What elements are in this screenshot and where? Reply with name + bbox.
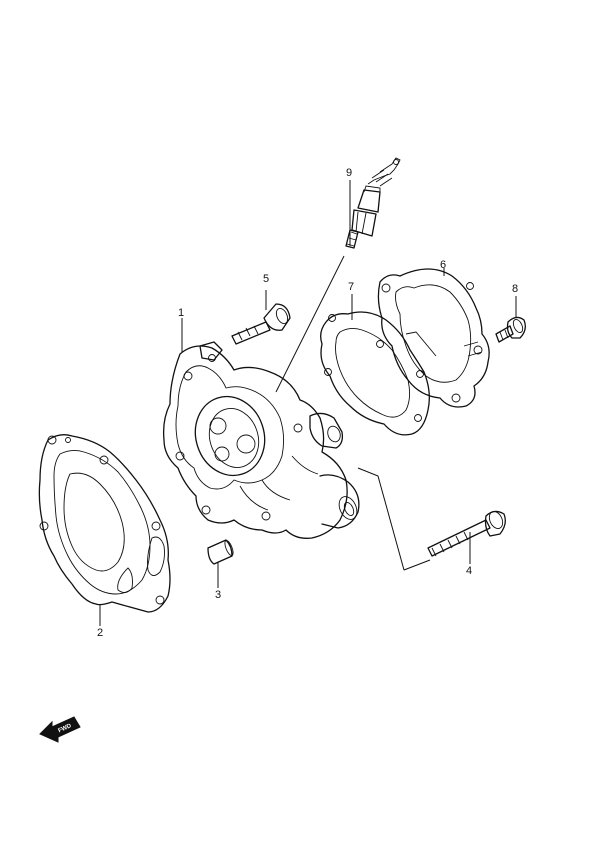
callout-2: 2 xyxy=(97,627,103,639)
callout-8: 8 xyxy=(512,283,518,295)
long-bolt xyxy=(427,510,506,557)
callout-1: 1 xyxy=(178,307,184,319)
dowel-pin xyxy=(207,539,234,565)
spark-plug xyxy=(345,157,401,249)
fwd-label: FWD xyxy=(58,723,74,734)
cylinder-head-gasket xyxy=(38,434,171,613)
short-bolt xyxy=(231,303,291,345)
cover-gasket xyxy=(320,311,430,436)
water-jacket-cover xyxy=(377,268,490,408)
callout-9: 9 xyxy=(346,167,352,179)
callout-4: 4 xyxy=(466,565,472,577)
callout-6: 6 xyxy=(440,259,446,271)
callout-5: 5 xyxy=(263,273,269,285)
callout-3: 3 xyxy=(215,589,221,601)
cylinder-head xyxy=(162,341,360,539)
leader-lines xyxy=(99,180,517,626)
callout-7: 7 xyxy=(348,281,354,293)
small-bolt xyxy=(495,316,526,343)
forward-arrow-icon: FWD xyxy=(39,716,81,743)
